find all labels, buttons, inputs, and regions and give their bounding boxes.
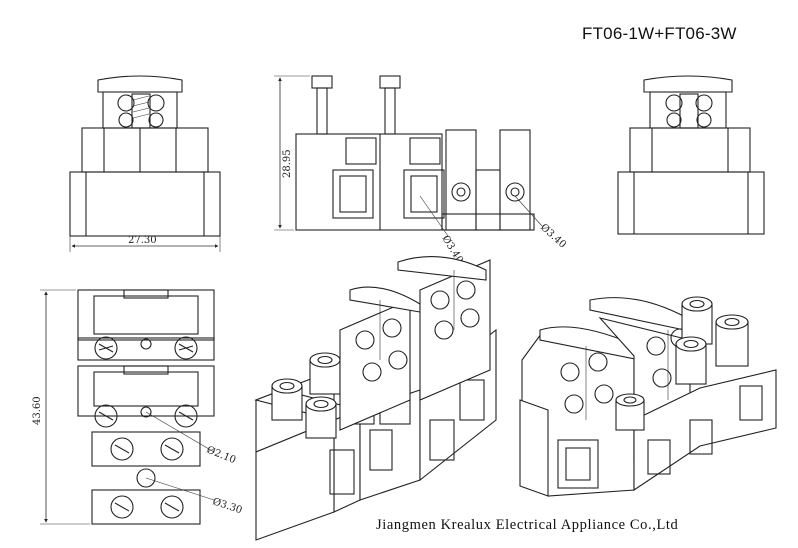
front-view-left: 27.30 (69, 75, 221, 252)
dim-top-length: 43.60 (32, 396, 43, 425)
dim-front-width: 27.30 (128, 235, 157, 246)
drawing-title: FT06-1W+FT06-3W (582, 24, 737, 43)
cylinder-7 (715, 314, 749, 367)
dim-hole-b: Ø3.40 (538, 222, 568, 251)
dim-side-height: 28.95 (282, 149, 293, 178)
cylinder-1 (271, 378, 303, 421)
side-view: 28.95 Ø3.40 Ø3.40 (274, 75, 568, 265)
cylinder-9 (615, 393, 645, 431)
dim-hole-c: Ø2.10 (205, 445, 237, 467)
cylinder-5 (305, 396, 337, 439)
cylinder-2 (309, 352, 341, 395)
isometric-view-back (519, 296, 777, 497)
isometric-view-front (254, 256, 497, 541)
cylinder-8 (675, 336, 707, 385)
top-view: 43.60 Ø2.10 Ø3.30 (32, 289, 243, 525)
front-view-right (617, 75, 765, 235)
dim-hole-d: Ø3.30 (211, 496, 243, 516)
company-footer: Jiangmen Krealux Electrical Appliance Co… (376, 517, 679, 533)
